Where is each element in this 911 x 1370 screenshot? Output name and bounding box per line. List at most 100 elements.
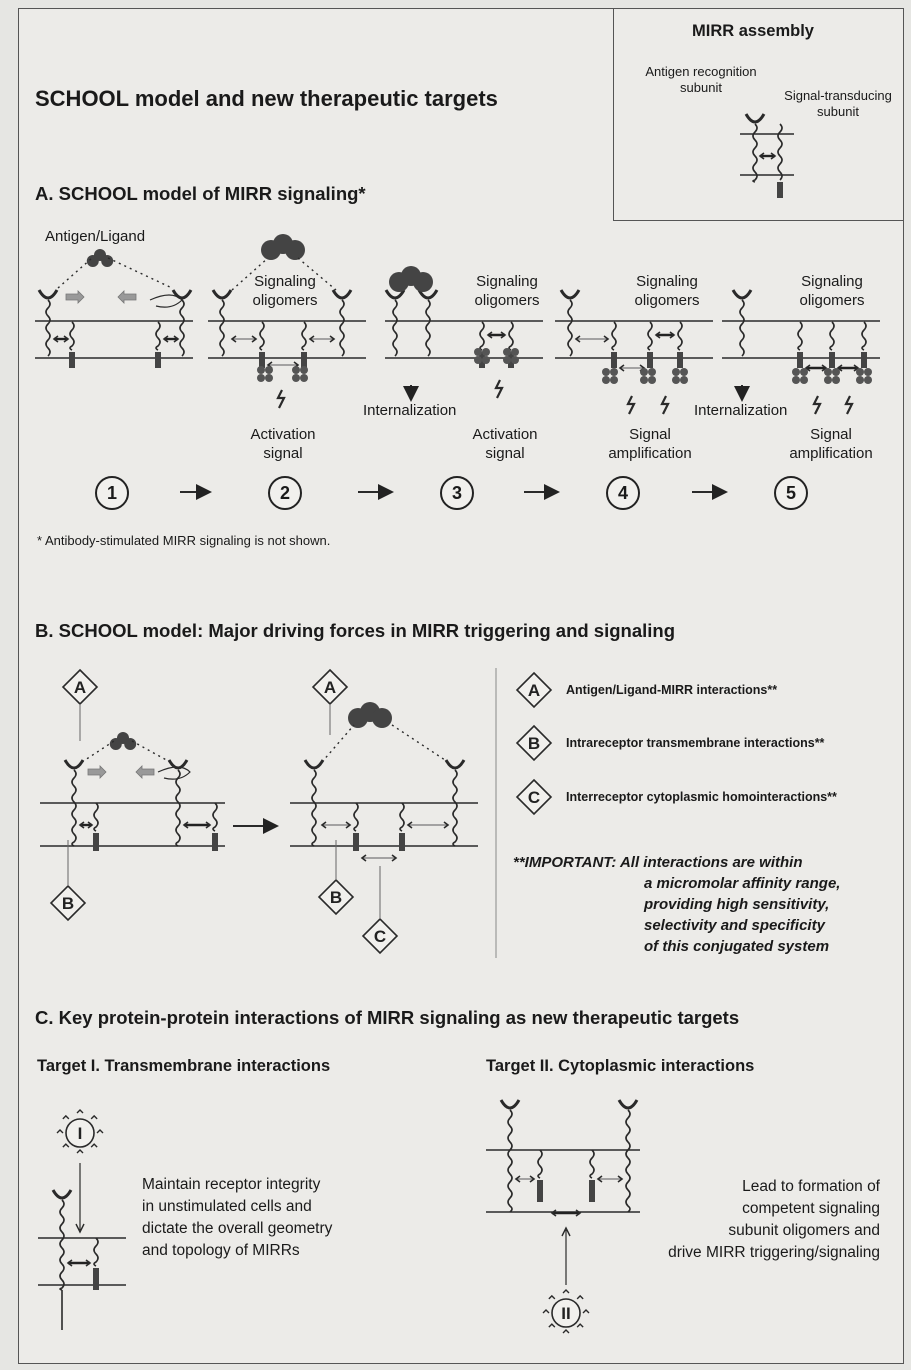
target-1-symbol-circle <box>65 1118 95 1148</box>
p2-phospho-left-b <box>265 366 273 374</box>
footnote: * Antibody-stimulated MIRR signaling is … <box>37 533 331 548</box>
p1-receptor-right-binding-cup <box>171 289 193 300</box>
target-1-symbol-ray <box>62 1143 70 1148</box>
internalization-label-3: Internalization <box>363 402 457 419</box>
c2-tm-arrow-right-head-left <box>596 1175 603 1183</box>
target-1-symbol-ray <box>90 1114 98 1120</box>
p5-tail-1-helix <box>797 321 803 351</box>
b2-receptor-right-helix <box>452 769 458 847</box>
antigen-recognition-subunit-label: Antigen recognition subunit <box>645 64 757 95</box>
p2-tm-arrow-right-head-right <box>329 335 336 343</box>
target-1-symbol-ray <box>62 1114 70 1120</box>
p1-tm-arrow-left-head-left <box>52 335 59 343</box>
target-1-pointer-head <box>75 1223 85 1234</box>
c2-tm-arrow-left-head-left <box>514 1175 521 1183</box>
b1-tm-arrow-left-head-right <box>87 821 94 829</box>
b1-tail-left-helix <box>93 802 99 832</box>
mirr-box-receptor-binding-cup <box>744 113 766 124</box>
c1-receptor-binding-cup <box>51 1189 73 1200</box>
target-2-line-4: drive MIRR triggering/signaling <box>668 1244 880 1261</box>
p2-phospho-right-c <box>292 374 300 382</box>
p5-cyto-arrow-1-head-left <box>804 364 811 372</box>
p1-receptor-left-helix <box>45 299 51 357</box>
p2-dots-right <box>297 257 337 291</box>
activation-signal-label-3: Activation signal <box>472 426 538 462</box>
target-2-line-3: subunit oligomers and <box>728 1222 880 1239</box>
b2-label-c-letter: C <box>374 927 386 946</box>
b2-label-a-letter: A <box>324 678 336 697</box>
p2-tail-right-helix <box>301 321 307 351</box>
p3-phospho-left-b <box>482 348 490 356</box>
b2-tail-left-itam-block <box>353 833 359 851</box>
b1-receptor-right-helix <box>175 769 181 847</box>
p5-cyto-arrow-2-head-right <box>853 364 860 372</box>
c2-cyto-arrow-head-left <box>550 1209 557 1217</box>
p2-receptor-left-helix <box>219 299 225 357</box>
b1-move-right <box>87 765 107 779</box>
p3-phospho-left-a <box>474 348 482 356</box>
activation-signal-label-2: Activation signal <box>250 426 316 462</box>
b2-tm-arrow-right-head-right <box>443 821 450 829</box>
p1-tm-arrow-right-head-left <box>162 335 169 343</box>
page-title: SCHOOL model and new therapeutic targets <box>35 86 498 111</box>
p1-receptor-left-binding-cup <box>37 289 59 300</box>
p4-phospho-1-a <box>602 368 610 376</box>
signal-transducing-subunit-label: Signal-transducing subunit <box>784 88 892 119</box>
p2-dots-left <box>231 257 269 291</box>
p3-tail-right-helix <box>508 321 514 351</box>
p5-bolt-1 <box>812 395 822 415</box>
step-5-circle: 5 <box>774 476 808 510</box>
b2-label-c-diamond <box>361 917 399 955</box>
b2-tail-right-helix <box>399 802 405 832</box>
important-line-2: a micromolar affinity range, <box>644 875 841 892</box>
p5-receptor-helix <box>739 299 745 357</box>
step-2-circle: 2 <box>268 476 302 510</box>
b1-tm-arrow-right-head-left <box>182 821 189 829</box>
p4-tail-3-helix <box>677 321 683 351</box>
p2-phospho-left-d <box>265 374 273 382</box>
step-4-circle: 4 <box>606 476 640 510</box>
p3-phospho-right-d <box>511 356 519 364</box>
p5-phospho-1-c <box>792 376 800 384</box>
p4-phospho-1-c <box>602 376 610 384</box>
p2-tail-right-itam-block <box>301 352 307 368</box>
legend-a-diamond <box>515 671 553 709</box>
b2-ligand-right <box>372 708 392 728</box>
p1-tail-left-itam-block <box>69 352 75 368</box>
b1-label-a-letter: A <box>74 678 86 697</box>
p3-ligand-right <box>413 272 433 292</box>
target-2-symbol-ray <box>576 1323 584 1328</box>
p4-receptor-helix <box>567 299 573 357</box>
b2-cyto-arrow-head-left <box>360 854 367 862</box>
target-2-symbol-numeral: II <box>561 1304 570 1323</box>
p3-receptor-right-helix <box>425 299 431 357</box>
target-2-symbol-ray <box>548 1294 556 1300</box>
b2-receptor-right-binding-cup <box>444 759 466 770</box>
important-line-1: **IMPORTANT: All interactions are within <box>513 854 803 871</box>
target-1-title: Target I. Transmembrane interactions <box>37 1057 331 1075</box>
signaling-oligomers-label-4: Signaling oligomers <box>634 273 700 309</box>
p3-receptor-right-binding-cup <box>417 289 439 300</box>
c2-cyto-arrow-head-right <box>575 1209 582 1217</box>
c2-receptor-left-binding-cup <box>499 1099 521 1110</box>
antigen-ligand-label: Antigen/Ligand <box>45 228 146 245</box>
b1-ligand-right <box>124 738 137 750</box>
b2-tm-arrow-right-head-left <box>406 821 413 829</box>
b2-tm-arrow-left-head-left <box>320 821 327 829</box>
section-b-title: B. SCHOOL model: Major driving forces in… <box>35 620 676 641</box>
b2-cyto-arrow-head-right <box>391 854 398 862</box>
c2-receptor-right-helix <box>625 1109 631 1213</box>
c1-receptor-helix <box>59 1199 65 1291</box>
p1-ligand-right <box>101 255 114 267</box>
p1-move-left <box>117 290 137 304</box>
b1-dots-left <box>81 740 115 763</box>
p4-tail-2-helix <box>647 321 653 351</box>
legend-a-text: Antigen/Ligand-MIRR interactions** <box>566 683 778 697</box>
target-2-symbol-ray <box>562 1289 570 1294</box>
p5-tail-3-helix <box>861 321 867 351</box>
p5-phospho-2-d <box>832 376 840 384</box>
p4-receptor-binding-cup <box>559 289 581 300</box>
legend-b-letter: B <box>528 734 540 753</box>
p3-receptor-left-helix <box>392 299 398 357</box>
